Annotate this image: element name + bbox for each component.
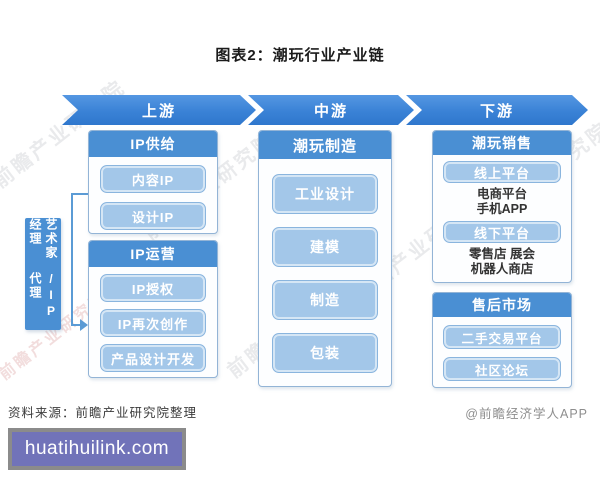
stage-label-midstream: 中游	[313, 102, 348, 120]
item-industrial-design: 工业设计	[272, 174, 378, 214]
page-title: 图表2：潮玩行业产业链	[215, 47, 385, 64]
artist-agent-line2: /IP代理	[28, 272, 58, 321]
connector-line-top	[71, 193, 88, 195]
group-header-toy-manufacturing: 潮玩制造	[259, 131, 391, 159]
text-retail-exhibition: 零售店 展会	[469, 247, 535, 261]
group-toy-sales: 潮玩销售 线上平台 电商平台 手机APP 线下平台 零售店 展会 机器人商店	[432, 130, 572, 283]
item-ip-licensing: IP授权	[100, 274, 206, 302]
item-community-forum: 社区论坛	[443, 357, 561, 381]
stage-arrow-midstream: 中游	[248, 95, 414, 125]
stage-label-downstream: 下游	[479, 102, 514, 120]
artist-agent-label: 艺术家经理 /IP代理	[25, 218, 61, 330]
item-manufacturing: 制造	[272, 280, 378, 320]
site-watermark-text: huatihuilink.com	[24, 438, 170, 459]
text-ecommerce-platform: 电商平台	[476, 187, 527, 201]
group-header-toy-sales: 潮玩销售	[433, 131, 571, 155]
text-online-detail: 电商平台 手机APP	[443, 187, 561, 217]
item-offline-platform: 线下平台	[443, 221, 561, 243]
group-ip-supply: IP供给 内容IP 设计IP	[88, 130, 218, 234]
group-aftermarket: 售后市场 二手交易平台 社区论坛	[432, 292, 572, 388]
artist-agent-line1: 艺术家经理	[28, 218, 58, 260]
stage-arrow-downstream: 下游	[406, 95, 588, 125]
connector-line-vertical	[71, 193, 73, 325]
text-offline-detail: 零售店 展会 机器人商店	[443, 247, 561, 277]
site-watermark-bar: huatihuilink.com	[8, 428, 186, 470]
item-ip-recreation: IP再次创作	[100, 309, 206, 337]
stage-arrow-upstream: 上游	[62, 95, 256, 125]
group-header-aftermarket: 售后市场	[433, 293, 571, 317]
item-modeling: 建模	[272, 227, 378, 267]
group-toy-manufacturing: 潮玩制造 工业设计 建模 制造 包装	[258, 130, 392, 387]
item-secondhand-trading: 二手交易平台	[443, 325, 561, 349]
item-product-design-dev: 产品设计开发	[100, 344, 206, 372]
text-mobile-app: 手机APP	[476, 202, 528, 216]
item-packaging: 包装	[272, 333, 378, 373]
connector-line-bottom	[71, 324, 82, 326]
connector-arrowhead-icon	[80, 319, 88, 331]
group-header-ip-supply: IP供给	[89, 131, 217, 157]
item-online-platform: 线上平台	[443, 161, 561, 183]
stage-label-upstream: 上游	[141, 102, 176, 120]
group-header-ip-operation: IP运营	[89, 241, 217, 267]
item-content-ip: 内容IP	[100, 165, 206, 193]
credit-text: @前瞻经济学人APP	[465, 407, 588, 421]
data-source-text: 资料来源：前瞻产业研究院整理	[8, 406, 198, 420]
group-ip-operation: IP运营 IP授权 IP再次创作 产品设计开发	[88, 240, 218, 378]
item-design-ip: 设计IP	[100, 202, 206, 230]
text-robot-store: 机器人商店	[470, 262, 534, 276]
